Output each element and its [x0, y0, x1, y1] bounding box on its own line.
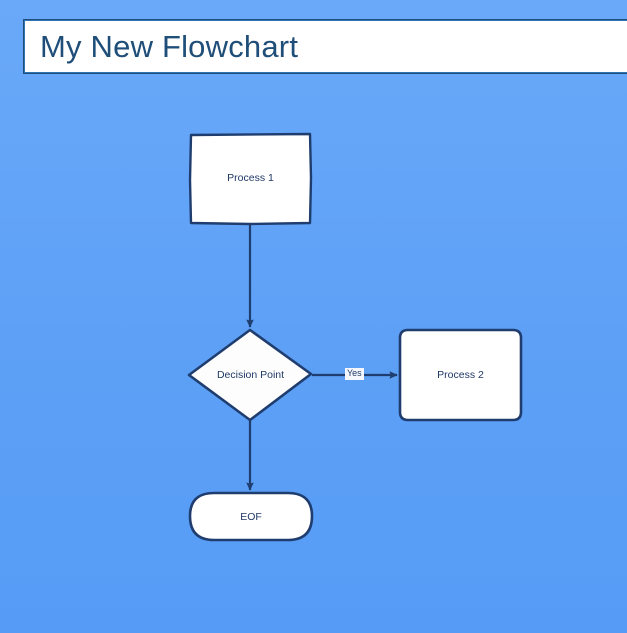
- node-process-2-shape: [398, 328, 523, 422]
- node-decision-point-shape: [187, 328, 313, 422]
- flowchart-title-bar[interactable]: My New Flowchart: [24, 20, 627, 73]
- edge-label-yes: Yes: [345, 368, 364, 380]
- node-eof-shape: [188, 491, 314, 542]
- page-title: My New Flowchart: [40, 29, 299, 64]
- node-process-1-shape: [188, 132, 313, 226]
